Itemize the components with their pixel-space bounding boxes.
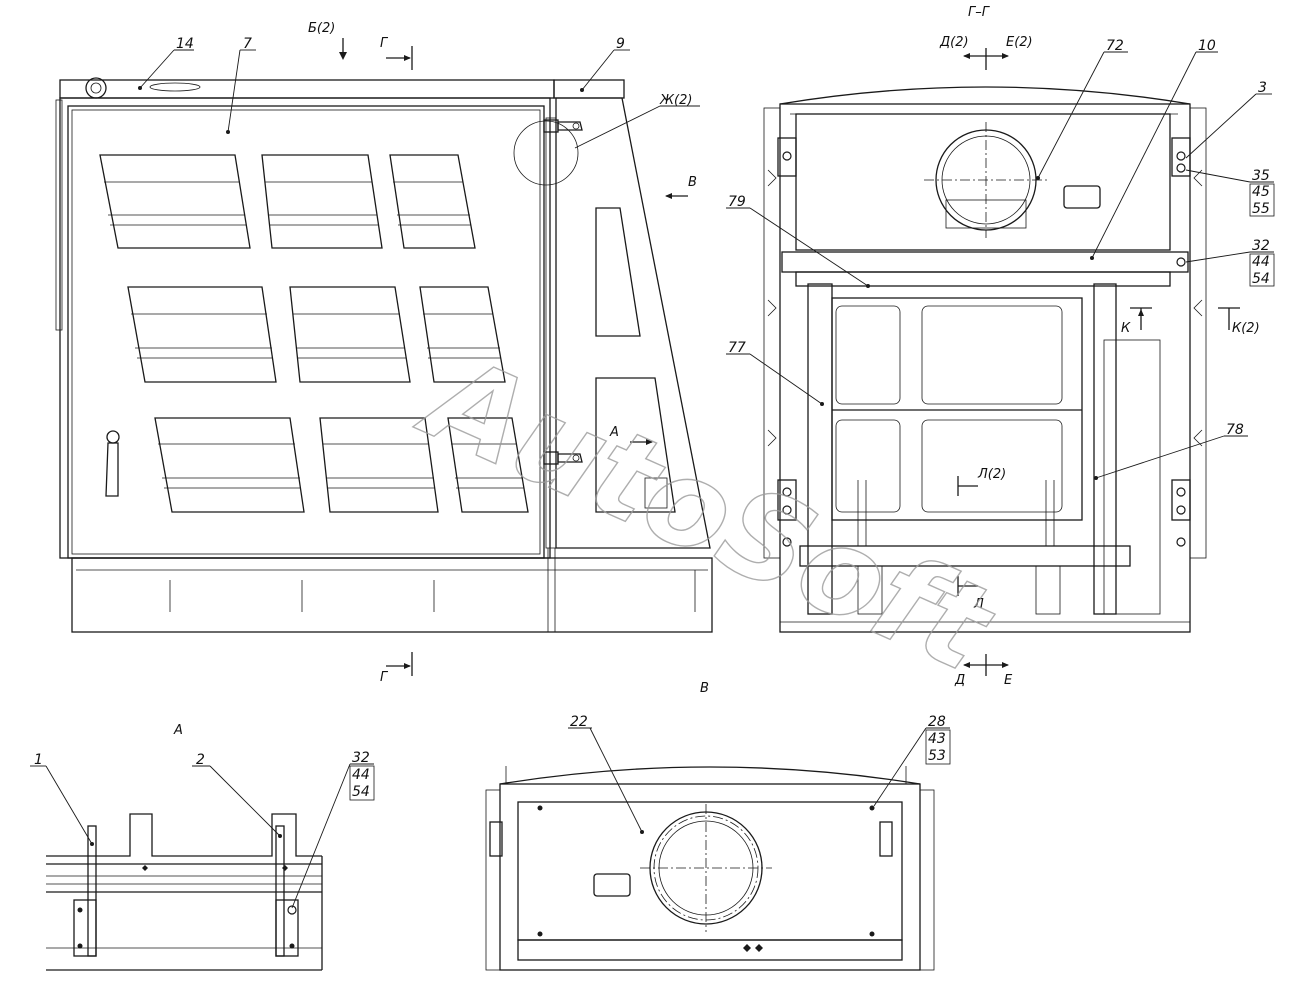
marker-l2: Л(2) — [977, 467, 1006, 482]
callout-28: 28 — [928, 714, 946, 730]
callout-43: 43 — [928, 731, 946, 747]
marker-e: Е — [1004, 673, 1013, 688]
callout-54a: 54 — [1252, 271, 1270, 287]
callout-32a: 32 — [1252, 238, 1270, 254]
callout-44a: 44 — [1252, 254, 1270, 270]
base-frame — [71, 548, 713, 633]
marker-l: Л — [973, 597, 984, 612]
callout-32b: 32 — [352, 750, 370, 766]
marker-k: К — [1121, 321, 1131, 336]
marker-d2: Д(2) — [939, 35, 969, 50]
view-a: А — [46, 723, 323, 971]
section-gg-view: Г–Г Д(2) Е(2) Д Е — [763, 5, 1260, 688]
callout-54b: 54 — [352, 784, 370, 800]
view-v-callouts: 22 28 43 53 — [568, 714, 951, 834]
hinge-top — [543, 119, 583, 133]
callout-78: 78 — [1226, 422, 1244, 438]
marker-d: Д — [954, 673, 965, 688]
callout-7: 7 — [243, 36, 252, 52]
marker-v-arrow: В — [688, 175, 697, 190]
callout-22: 22 — [570, 714, 588, 730]
callout-10: 10 — [1198, 38, 1216, 54]
marker-a-arrow: А — [609, 425, 619, 440]
section-gg-callouts: 72 10 3 35 45 55 79 32 44 54 77 78 — [726, 38, 1275, 480]
marker-zh2: Ж(2) — [659, 93, 692, 108]
door-handle — [105, 430, 120, 497]
marker-g-bottom: Г — [380, 670, 389, 685]
louver-row-3 — [154, 417, 529, 513]
callout-77: 77 — [728, 340, 746, 356]
callout-1: 1 — [34, 752, 43, 768]
callout-55: 55 — [1252, 201, 1270, 217]
marker-e2: Е(2) — [1006, 35, 1033, 50]
front-view-markers: Б(2) Г Г Ж(2) В А — [308, 21, 697, 685]
callout-72: 72 — [1106, 38, 1124, 54]
louver-row-2 — [127, 286, 506, 383]
louver-row-1 — [99, 154, 476, 249]
callout-9: 9 — [616, 36, 625, 52]
view-label-gg: Г–Г — [968, 5, 991, 20]
callout-2: 2 — [196, 752, 205, 768]
view-a-callouts: 1 2 32 44 54 — [30, 750, 375, 909]
view-label-v: В — [700, 681, 709, 696]
callout-45: 45 — [1252, 184, 1270, 200]
callout-14: 14 — [176, 36, 194, 52]
view-v: В — [485, 681, 935, 971]
callout-79: 79 — [728, 194, 746, 210]
callout-35: 35 — [1252, 168, 1270, 184]
callout-53: 53 — [928, 748, 946, 764]
marker-g-top: Г — [380, 36, 389, 51]
side-panel — [553, 79, 711, 549]
front-view — [55, 77, 713, 633]
callout-3: 3 — [1258, 80, 1267, 96]
front-view-callouts: 14 7 9 — [138, 36, 700, 149]
hinge-bottom — [543, 451, 583, 465]
view-label-a: А — [173, 723, 183, 738]
marker-k2: К(2) — [1232, 321, 1260, 336]
callout-44b: 44 — [352, 767, 370, 783]
marker-b2: Б(2) — [308, 21, 335, 36]
